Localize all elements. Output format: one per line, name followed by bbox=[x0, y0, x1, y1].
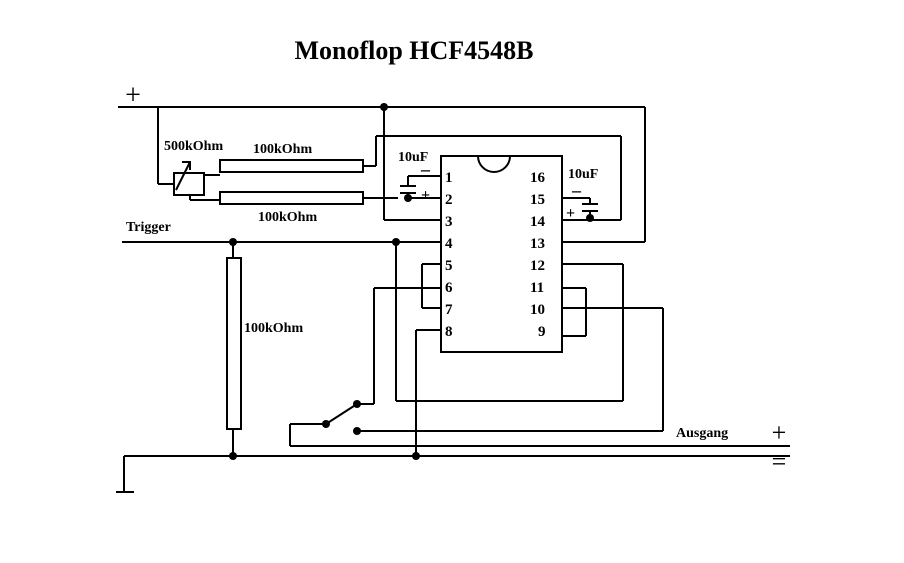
capacitor-right-10uf bbox=[562, 197, 621, 222]
pin-10: 10 bbox=[530, 302, 545, 318]
pin-7: 7 bbox=[445, 302, 453, 318]
resistor-vertical-100k bbox=[226, 242, 242, 460]
rail-to-pin3 bbox=[380, 103, 441, 221]
pin-11: 11 bbox=[530, 280, 544, 296]
capacitor-right-plus: + bbox=[566, 205, 575, 222]
diagram-title: Monoflop HCF4548B bbox=[294, 36, 533, 65]
pin-13: 13 bbox=[530, 236, 545, 252]
resistor-top-label: 100kOhm bbox=[253, 142, 312, 157]
plus-symbol-left: + bbox=[125, 80, 141, 111]
ic-left-pin-numbers: 1 2 3 4 5 6 7 8 bbox=[445, 170, 453, 340]
ground-rail bbox=[116, 455, 790, 493]
pin-3: 3 bbox=[445, 214, 453, 230]
trigger-label: Trigger bbox=[126, 220, 171, 235]
pin-8: 8 bbox=[445, 324, 453, 340]
pin-1: 1 bbox=[445, 170, 453, 186]
pot-label: 500kOhm bbox=[164, 139, 223, 154]
pin4-to-pin12-loop bbox=[395, 242, 624, 402]
pin-9: 9 bbox=[538, 324, 546, 340]
ground-symbol-right: = bbox=[772, 447, 787, 476]
output-terminals bbox=[289, 423, 790, 447]
pin10-to-output bbox=[562, 307, 664, 431]
resistor-bottom-100k bbox=[219, 191, 398, 205]
pin-4: 4 bbox=[445, 236, 453, 252]
ic-hcf4548b bbox=[440, 155, 563, 353]
capacitor-left-10uf bbox=[400, 175, 441, 202]
pin-5: 5 bbox=[445, 258, 453, 274]
plus-symbol-right: + bbox=[772, 418, 787, 447]
capacitor-left-label: 10uF bbox=[398, 150, 428, 165]
pin-14: 14 bbox=[530, 214, 546, 230]
resistor-top-100k bbox=[219, 135, 622, 221]
potentiometer-500k bbox=[157, 107, 220, 201]
pin-6: 6 bbox=[445, 280, 453, 296]
trigger-line bbox=[122, 238, 441, 246]
pin-16: 16 bbox=[530, 170, 546, 186]
selector-switch bbox=[322, 400, 663, 435]
capacitor-right-label: 10uF bbox=[568, 167, 598, 182]
pin6-to-switch bbox=[358, 287, 441, 405]
capacitor-left-plus: + bbox=[421, 187, 430, 204]
resistor-bottom-label: 100kOhm bbox=[258, 210, 317, 225]
capacitor-left-minus: – bbox=[420, 159, 431, 179]
pin-2: 2 bbox=[445, 192, 453, 208]
ic-right-pin-numbers: 16 15 14 13 12 11 10 9 bbox=[530, 170, 546, 340]
pin11-pin9-link bbox=[562, 287, 587, 337]
pin-15: 15 bbox=[530, 192, 545, 208]
pin8-to-ground bbox=[412, 329, 441, 460]
output-label: Ausgang bbox=[676, 426, 728, 441]
resistor-vertical-label: 100kOhm bbox=[244, 321, 303, 336]
capacitor-right-minus: – bbox=[571, 180, 582, 200]
pin5-pin7-link bbox=[421, 263, 441, 309]
pin-12: 12 bbox=[530, 258, 545, 274]
